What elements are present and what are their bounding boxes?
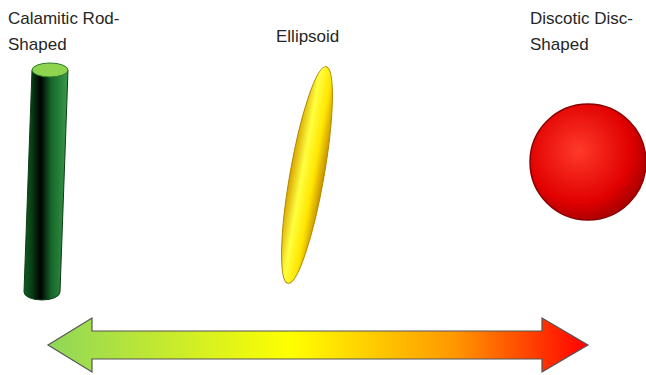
shape-label: Discotic Disc-Shaped <box>530 6 642 58</box>
gradient-arrow <box>48 318 588 372</box>
shape-label: Calamitic Rod-Shaped <box>8 6 120 58</box>
disc-shape <box>530 104 646 220</box>
shape-label: Ellipsoid <box>276 24 396 50</box>
rod-shape <box>24 63 68 300</box>
ellipsoid-shape <box>271 64 343 287</box>
